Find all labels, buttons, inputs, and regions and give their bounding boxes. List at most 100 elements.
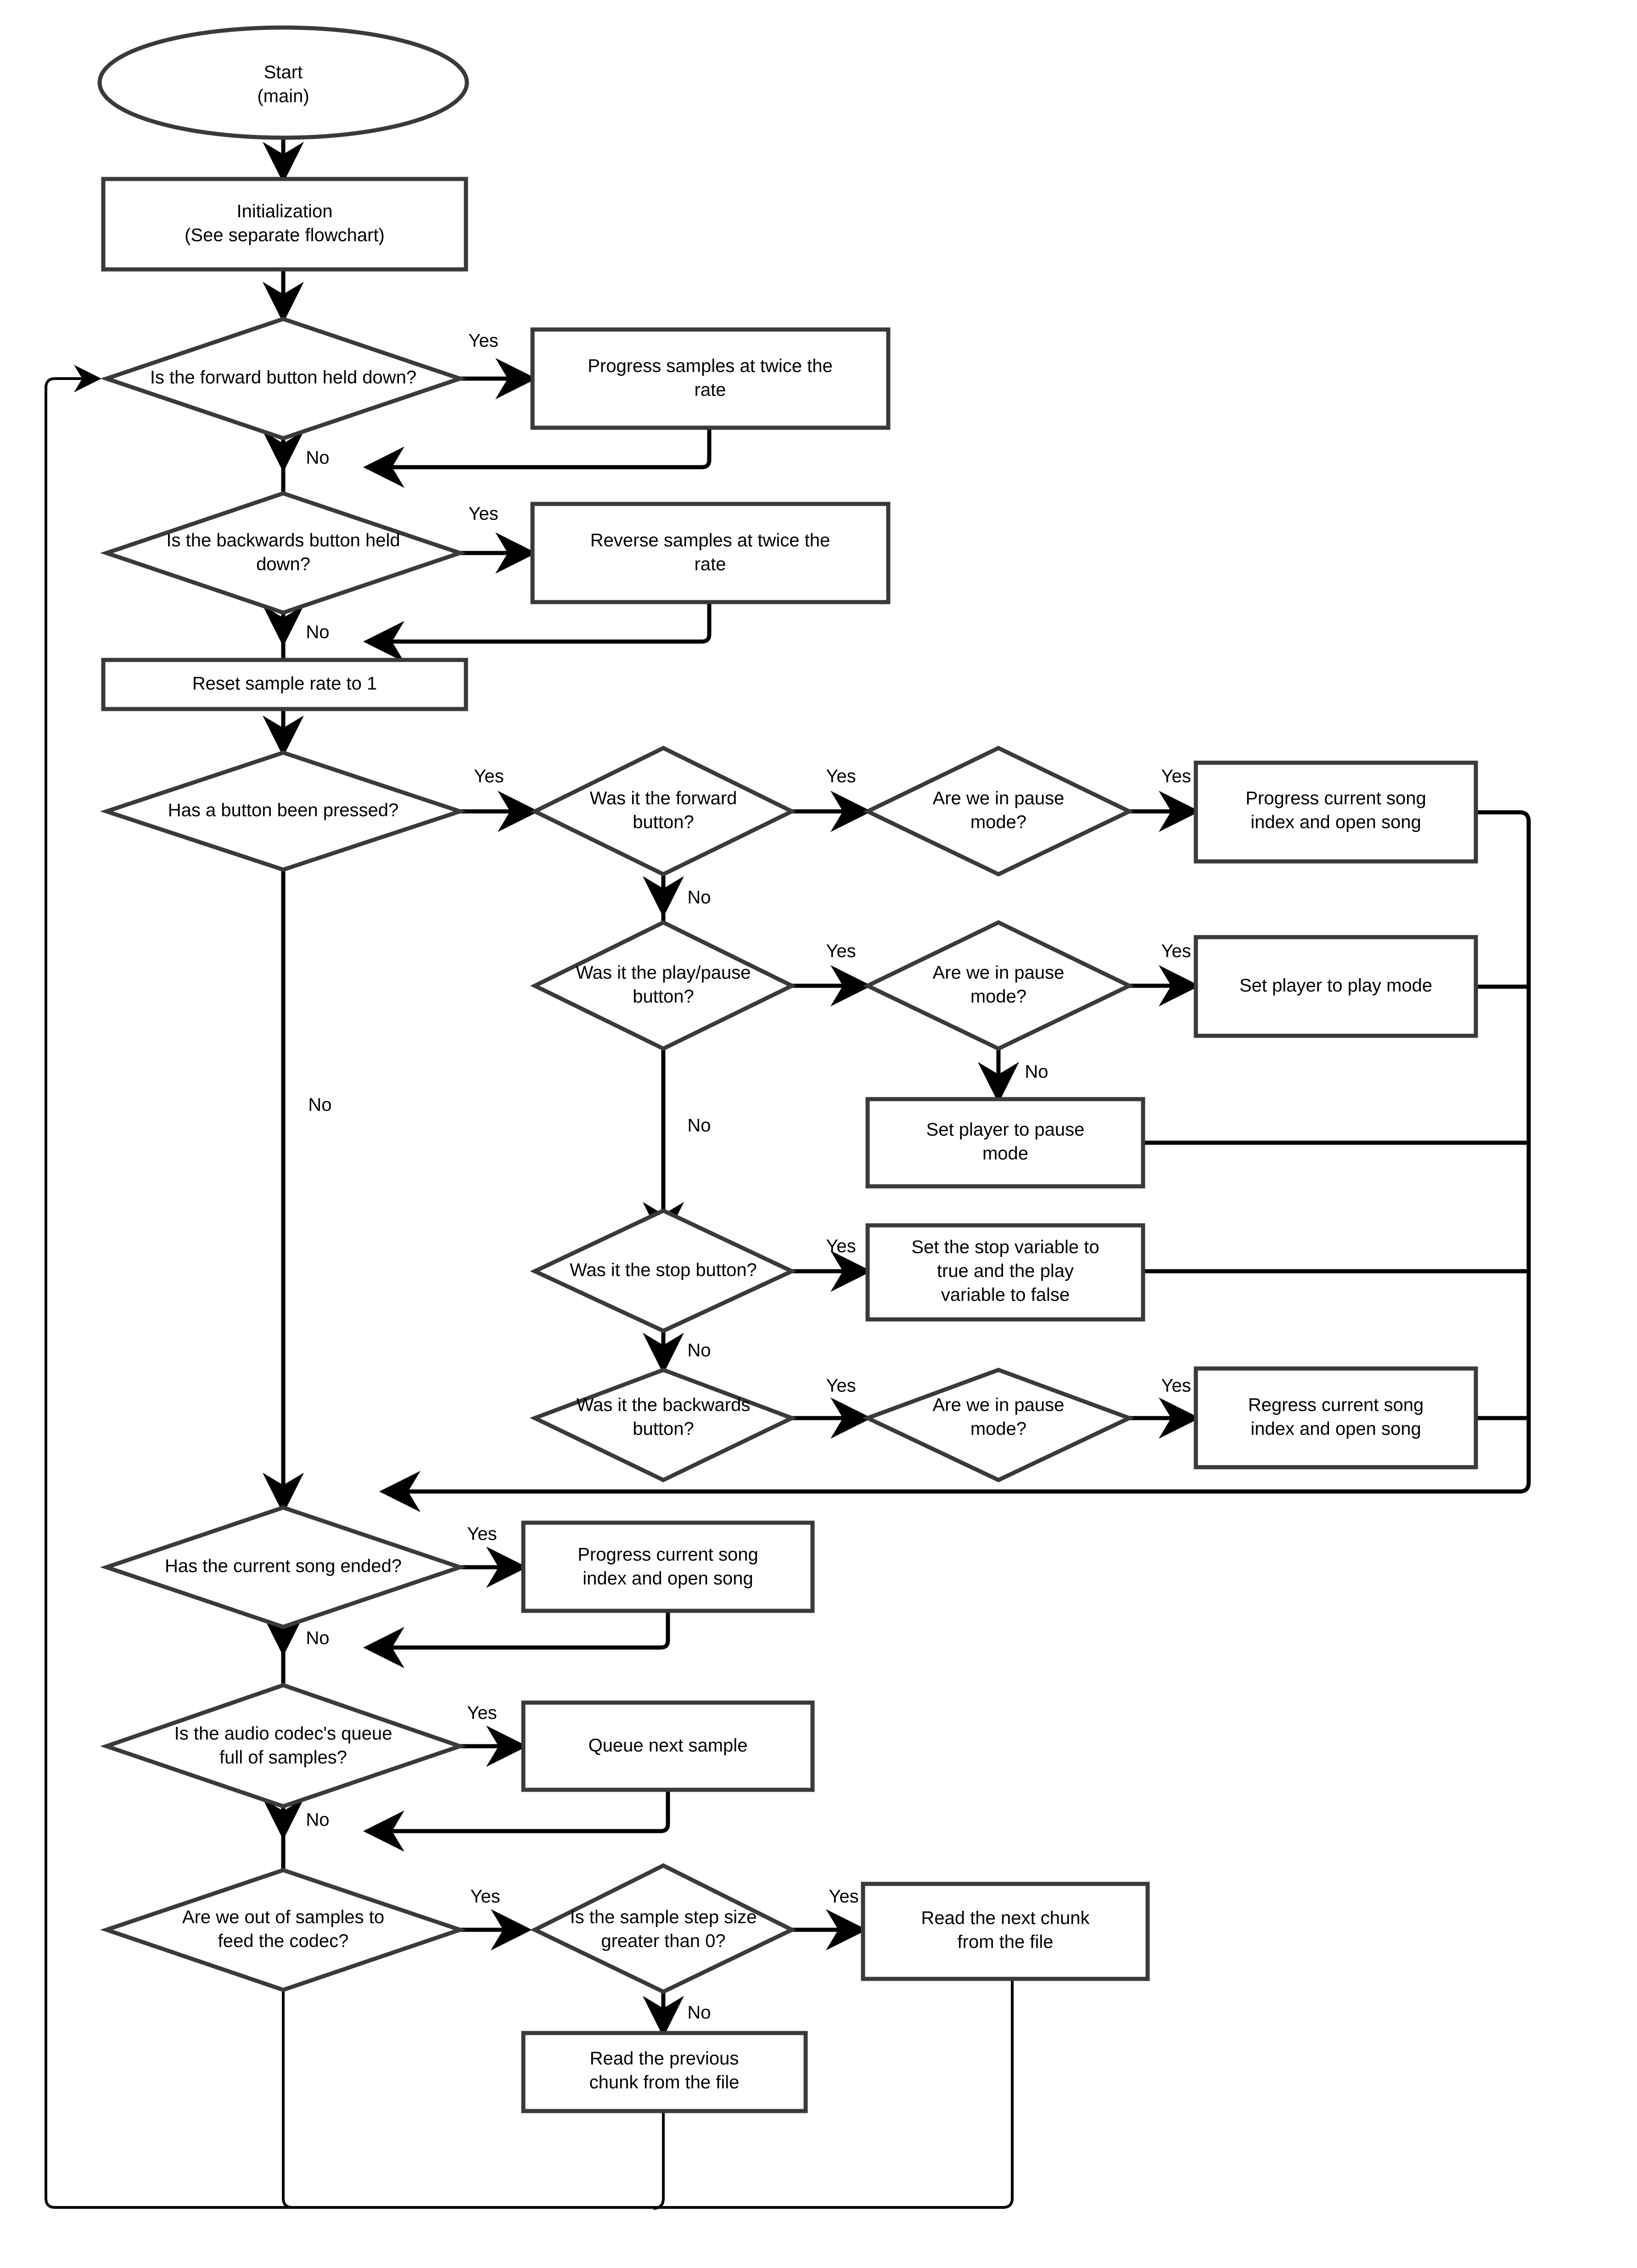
edge-readprev-loop (653, 2111, 665, 2210)
node-stopvars-line3: variable to false (941, 1285, 1070, 1305)
label-btn-yes: Yes (474, 766, 504, 787)
node-init-line1: Initialization (236, 201, 332, 222)
node-progresssong1-line2: index and open song (1250, 812, 1421, 832)
node-stopvars-line1: Set the stop variable to (911, 1237, 1099, 1257)
label-ended-no: No (306, 1628, 329, 1648)
node-set-player-to-play-mode[interactable]: Set player to play mode (1194, 935, 1478, 1038)
node-backheld-line1: Is the backwards button held (166, 531, 400, 551)
node-is-sample-step-gt-zero[interactable]: Is the sample step size greater than 0? (530, 1863, 797, 1994)
label-playpause-yes: Yes (826, 941, 856, 961)
label-back-yes: Yes (468, 504, 498, 524)
node-pause2-line1: Are we in pause (933, 963, 1065, 983)
label-fwd-no: No (306, 448, 329, 468)
node-pause1-line2: mode? (970, 812, 1026, 832)
label-step-yes: Yes (829, 1887, 858, 1907)
node-queuefull-line2: full of samples? (219, 1748, 347, 1768)
node-are-we-in-pause-mode-1[interactable]: Are we in pause mode? (863, 746, 1134, 877)
node-start[interactable]: Start (main) (97, 25, 469, 140)
node-reverse2x-line2: rate (695, 554, 726, 575)
node-set-stop-variable[interactable]: Set the stop variable to true and the pl… (865, 1223, 1145, 1322)
label-stop-no: No (687, 1341, 711, 1361)
label-queue-yes: Yes (467, 1703, 497, 1723)
node-outsamp-line1: Are we out of samples to (182, 1907, 384, 1927)
node-are-we-in-pause-mode-3[interactable]: Are we in pause mode? (862, 1368, 1135, 1482)
node-is-codec-queue-full[interactable]: Is the audio codec's queue full of sampl… (100, 1683, 466, 1809)
node-are-we-in-pause-mode-2[interactable]: Are we in pause mode? (863, 920, 1134, 1051)
label-pause1-yes: Yes (1161, 766, 1191, 787)
node-was-it-forward-button[interactable]: Was it the forward button? (530, 745, 797, 877)
node-wasback-line1: Was it the backwards (577, 1395, 751, 1415)
node-regress-line2: index and open song (1250, 1419, 1421, 1439)
node-progress-samples-twice[interactable]: Progress samples at twice the rate (530, 327, 891, 430)
node-readnext-line1: Read the next chunk (921, 1908, 1090, 1928)
label-back-no: No (306, 622, 329, 642)
node-initialization[interactable]: Initialization (See separate flowchart) (101, 177, 468, 272)
edge-progresssong2-merge (363, 1611, 670, 1668)
node-wasstop-line1: Was it the stop button? (570, 1260, 757, 1280)
edges-layer (45, 138, 1531, 2210)
node-has-button-been-pressed[interactable]: Has a button been pressed? (100, 750, 467, 872)
node-was-it-backwards-button[interactable]: Was it the backwards button? (529, 1368, 797, 1482)
node-was-it-stop-button[interactable]: Was it the stop button? (530, 1208, 797, 1333)
node-pause1-line1: Are we in pause (933, 788, 1065, 809)
label-pause3-yes: Yes (1161, 1376, 1191, 1396)
node-reset-sample-rate[interactable]: Reset sample rate to 1 (101, 658, 468, 711)
node-queuefull-line1: Is the audio codec's queue (174, 1724, 392, 1744)
node-is-backwards-button-held[interactable]: Is the backwards button held down? (100, 491, 467, 615)
node-setplay-line1: Set player to play mode (1239, 976, 1432, 996)
label-playpause-no: No (687, 1116, 711, 1136)
node-stopvars-line2: true and the play (937, 1261, 1074, 1281)
node-playpause-line1: Was it the play/pause (576, 963, 751, 983)
label-ended-yes: Yes (467, 1524, 497, 1544)
node-btnpressed-line1: Has a button been pressed? (168, 800, 399, 821)
node-progresssong2-line1: Progress current song (577, 1545, 758, 1565)
node-setpause-line1: Set player to pause (926, 1120, 1085, 1140)
label-stop-yes: Yes (826, 1236, 856, 1257)
label-outsamp-yes: Yes (470, 1887, 500, 1907)
node-regress-song-index[interactable]: Regress current song index and open song (1194, 1366, 1478, 1469)
node-setpause-line2: mode (982, 1144, 1028, 1164)
edge-labels-layer: Yes No Yes No Yes No Yes No Yes Yes No Y… (306, 331, 1191, 2023)
node-out-of-samples[interactable]: Are we out of samples to feed the codec? (100, 1868, 467, 1992)
node-pause3-line2: mode? (970, 1419, 1026, 1439)
node-playpause-line2: button? (633, 987, 694, 1007)
node-read-next-chunk[interactable]: Read the next chunk from the file (861, 1882, 1150, 1981)
node-readnext-line2: from the file (958, 1932, 1054, 1952)
label-wasback-yes: Yes (826, 1376, 856, 1396)
node-songended-line1: Has the current song ended? (165, 1556, 402, 1576)
node-outsamp-line2: feed the codec? (218, 1931, 349, 1951)
edge-readnext-loop-to-top (45, 365, 1014, 2209)
node-progresssong2-line2: index and open song (583, 1569, 753, 1589)
node-resetrate-line1: Reset sample rate to 1 (192, 674, 377, 694)
edge-progress2x-merge (363, 428, 712, 488)
node-wasfwd-line2: button? (633, 812, 694, 832)
node-init-line2: (See separate flowchart) (185, 225, 385, 246)
node-step-line2: greater than 0? (601, 1931, 725, 1951)
node-start-line2: (main) (257, 86, 309, 106)
node-progress2x-line2: rate (695, 380, 726, 400)
nodes-layer: Start (main) Initialization (See separat… (97, 25, 1478, 2113)
node-progress2x-line1: Progress samples at twice the (588, 356, 833, 376)
label-fwd-yes: Yes (468, 331, 498, 351)
label-pause2-yes: Yes (1161, 941, 1191, 961)
edge-queuenext-merge (363, 1790, 670, 1852)
node-fwdheld-line1: Is the forward button held down? (150, 368, 416, 388)
node-reverse-samples-twice[interactable]: Reverse samples at twice the rate (530, 502, 891, 604)
edge-reverse2x-merge (363, 602, 712, 662)
label-wasfwd-no: No (687, 888, 711, 908)
node-start-line1: Start (264, 62, 303, 83)
node-has-current-song-ended[interactable]: Has the current song ended? (100, 1505, 467, 1629)
node-read-previous-chunk[interactable]: Read the previous chunk from the file (521, 2031, 808, 2113)
node-queue-next-sample[interactable]: Queue next sample (521, 1700, 815, 1792)
node-readprev-line1: Read the previous (590, 2049, 739, 2069)
node-progress-song-index-2[interactable]: Progress current song index and open son… (521, 1520, 815, 1613)
node-set-player-to-pause-mode[interactable]: Set player to pause mode (865, 1097, 1145, 1189)
node-readprev-line2: chunk from the file (589, 2072, 740, 2093)
node-wasback-line2: button? (633, 1419, 694, 1439)
label-step-no: No (687, 2003, 711, 2023)
node-wasfwd-line1: Was it the forward (590, 788, 737, 809)
node-progress-song-index-1[interactable]: Progress current song index and open son… (1194, 760, 1478, 864)
node-queuenext-line1: Queue next sample (589, 1736, 748, 1756)
node-is-forward-button-held[interactable]: Is the forward button held down? (100, 317, 467, 441)
node-was-it-playpause-button[interactable]: Was it the play/pause button? (530, 920, 797, 1051)
